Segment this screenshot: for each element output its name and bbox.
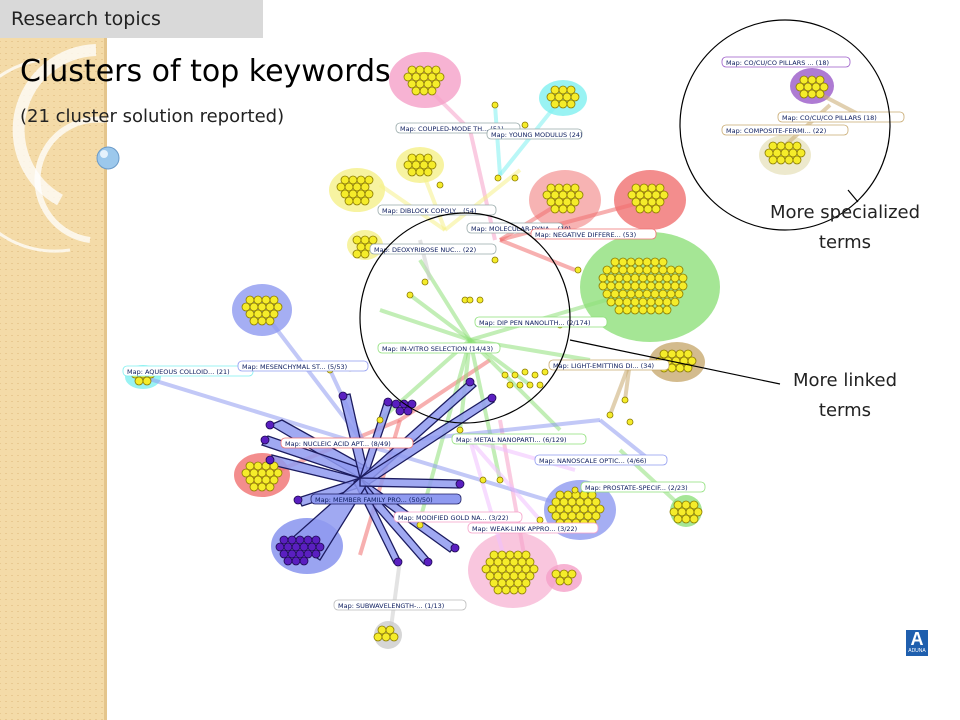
svg-text:Map: COMPOSITE-FERMI... (22): Map: COMPOSITE-FERMI... (22) [726, 127, 826, 135]
svg-text:Map: MESENCHYMAL ST... (5/53): Map: MESENCHYMAL ST... (5/53) [242, 363, 347, 371]
svg-text:Map: SUBWAVELENGTH-... (1/13): Map: SUBWAVELENGTH-... (1/13) [338, 602, 444, 610]
map-label: Map: AQUEOUS COLLOID... (21) [122, 365, 254, 377]
map-label: Map: CO/CU/CO PILLARS (18) [777, 111, 905, 123]
svg-text:Map: DIP PEN NANOLITH... (2/17: Map: DIP PEN NANOLITH... (2/174) [479, 319, 590, 327]
map-label: Map: DIP PEN NANOLITH... (2/174) [474, 316, 608, 328]
map-label: Map: YOUNG MODULUS (24) [486, 128, 583, 140]
map-label: Map: MEMBER FAMILY PRO... (50/50) [310, 493, 462, 505]
section-tab: Research topics [0, 0, 263, 38]
slide-title: Clusters of top keywords [20, 54, 391, 89]
annotation-line: terms [818, 232, 872, 253]
map-label: Map: DEOXYRIBOSE NUC... (22) [369, 243, 497, 255]
map-label: Map: MODIFIED GOLD NA... (3/22) [393, 511, 523, 523]
map-label: Map: NUCLEIC ACID APT... (8/49) [280, 437, 414, 449]
map-label: Map: NEGATIVE DIFFERE... (53) [530, 228, 657, 240]
callout-line-linked [569, 339, 781, 385]
svg-text:Map: DIBLOCK COPOLY... (54): Map: DIBLOCK COPOLY... (54) [382, 207, 476, 215]
svg-text:Map: METAL NANOPARTI... (6/129: Map: METAL NANOPARTI... (6/129) [456, 436, 567, 444]
annotation-specialized-terms: More specialized terms [760, 198, 930, 258]
svg-text:Map: LIGHT-EMITTING DI... (34): Map: LIGHT-EMITTING DI... (34) [553, 362, 654, 370]
svg-text:Map: NUCLEIC ACID APT... (8/49: Map: NUCLEIC ACID APT... (8/49) [285, 440, 391, 448]
member-family-star [260, 379, 495, 565]
svg-text:Map: AQUEOUS COLLOID... (21): Map: AQUEOUS COLLOID... (21) [127, 368, 230, 376]
svg-text:Map: CO/CU/CO PILLARS ... (18): Map: CO/CU/CO PILLARS ... (18) [726, 59, 829, 67]
annotation-linked-terms: More linked terms [770, 366, 920, 426]
slide-subtitle: (21 cluster solution reported) [20, 106, 285, 127]
map-label: Map: MESENCHYMAL ST... (5/53) [237, 360, 369, 372]
aduna-logo: A ADUNA [906, 630, 928, 656]
svg-text:Map: NEGATIVE DIFFERE... (53): Map: NEGATIVE DIFFERE... (53) [535, 231, 636, 239]
svg-text:Map: PROSTATE-SPECIF... (2/23): Map: PROSTATE-SPECIF... (2/23) [585, 484, 688, 492]
annotation-line: More linked [792, 370, 898, 391]
section-tab-label: Research topics [11, 8, 161, 30]
svg-text:Map: MODIFIED GOLD NA... (3/22: Map: MODIFIED GOLD NA... (3/22) [398, 514, 508, 522]
svg-text:Map: DEOXYRIBOSE NUC... (22): Map: DEOXYRIBOSE NUC... (22) [374, 246, 476, 254]
map-label: Map: SUBWAVELENGTH-... (1/13) [333, 599, 467, 611]
map-label: Map: LIGHT-EMITTING DI... (34) [548, 359, 670, 371]
map-label: Map: IN-VITRO SELECTION (14/43) [377, 342, 501, 354]
map-label: Map: WEAK-LINK APPRO... (3/22) [467, 522, 599, 534]
svg-text:Map: MEMBER FAMILY PRO... (50/: Map: MEMBER FAMILY PRO... (50/50) [315, 496, 433, 504]
annotation-line: terms [818, 400, 872, 421]
decorative-arcs [0, 44, 107, 253]
map-label: Map: METAL NANOPARTI... (6/129) [451, 433, 587, 445]
logo-text: ADUNA [908, 648, 926, 654]
svg-text:Map: IN-VITRO SELECTION (14/43: Map: IN-VITRO SELECTION (14/43) [382, 345, 493, 353]
svg-text:Map: CO/CU/CO PILLARS (18): Map: CO/CU/CO PILLARS (18) [782, 114, 877, 122]
svg-text:Map: NANOSCALE OPTIC... (4/66): Map: NANOSCALE OPTIC... (4/66) [539, 457, 647, 465]
map-label: Map: NANOSCALE OPTIC... (4/66) [534, 454, 668, 466]
svg-text:Map: YOUNG MODULUS (24): Map: YOUNG MODULUS (24) [491, 131, 583, 139]
svg-text:Map: COUPLED-MODE TH... (51): Map: COUPLED-MODE TH... (51) [400, 125, 504, 133]
callout-line-specialized [847, 189, 859, 203]
map-label: Map: COMPOSITE-FERMI... (22) [721, 124, 849, 136]
map-labels: Map: COUPLED-MODE TH... (51) Map: YOUNG … [122, 56, 905, 611]
svg-text:Map: WEAK-LINK APPRO... (3/22): Map: WEAK-LINK APPRO... (3/22) [472, 525, 577, 533]
orb-icon [96, 146, 120, 170]
map-label: Map: CO/CU/CO PILLARS ... (18) [721, 56, 851, 68]
sidebar-edge [104, 0, 107, 720]
logo-letter: A [910, 629, 924, 649]
node-groups [130, 65, 864, 642]
highlight-circle-specialized [679, 19, 891, 231]
annotation-line: More specialized [769, 202, 921, 223]
map-label: Map: PROSTATE-SPECIF... (2/23) [580, 481, 706, 493]
highlight-circle-linked [359, 212, 571, 424]
